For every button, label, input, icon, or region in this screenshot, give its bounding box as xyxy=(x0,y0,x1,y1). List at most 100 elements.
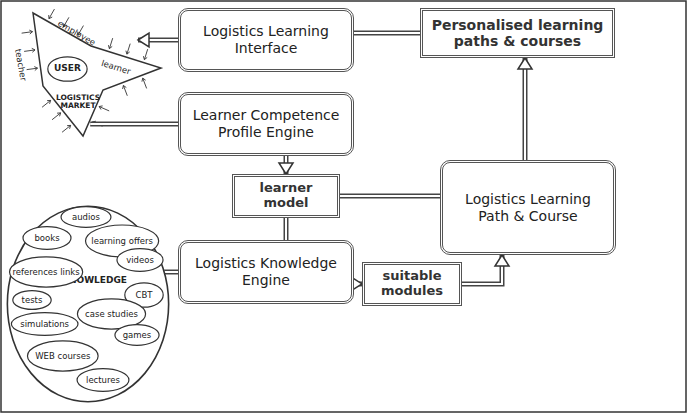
output-box: Personalised learning paths & courses xyxy=(420,8,615,58)
market-arrowhead xyxy=(57,113,61,116)
connector-outer xyxy=(90,122,178,127)
connector-outer xyxy=(354,31,420,36)
node-label: case studies xyxy=(85,310,138,319)
data-box: suitable modules xyxy=(362,262,462,306)
data-box: learner model xyxy=(232,174,340,218)
connector xyxy=(138,33,178,47)
arrowhead xyxy=(518,58,532,69)
node-label: suitable modules xyxy=(369,269,455,299)
market-arrowhead xyxy=(34,67,37,71)
node-label: references links xyxy=(13,268,80,277)
market-arrow xyxy=(52,113,61,120)
resource-ellipse: simulations xyxy=(10,312,79,336)
node-label: LOGISTICS MARKET xyxy=(53,94,103,111)
connector xyxy=(279,156,293,174)
market-arrowhead xyxy=(49,15,52,19)
connector xyxy=(90,124,178,125)
market-arrow xyxy=(49,9,54,19)
market-arrow xyxy=(62,125,71,132)
node-label: Logistics Knowledge Engine xyxy=(189,255,343,289)
connector-outer xyxy=(164,270,178,275)
connector-inner xyxy=(90,123,178,125)
arrowhead xyxy=(279,163,293,174)
connector xyxy=(518,58,532,160)
connector-outer xyxy=(462,255,502,284)
resource-ellipse: books xyxy=(22,226,72,250)
ellipse xyxy=(23,227,71,250)
user-circle: USER xyxy=(47,56,88,82)
connector xyxy=(164,272,178,273)
process-box: Logistics Knowledge Engine xyxy=(178,240,354,304)
ellipse xyxy=(48,57,87,81)
star xyxy=(33,13,161,136)
node-label: videos xyxy=(126,256,154,265)
knowledge-ellipse: KNOWLEDGEaudiosbookslearning offersvideo… xyxy=(4,200,172,408)
resource-ellipse: lectures xyxy=(76,368,130,392)
market-arrowhead xyxy=(47,100,51,103)
ellipse xyxy=(10,257,83,287)
ellipse xyxy=(115,325,159,346)
market-arrow xyxy=(99,107,109,111)
resource-ellipse: references links xyxy=(8,256,84,288)
market-arrowhead xyxy=(32,48,35,52)
connector-inner xyxy=(164,271,178,273)
arrowhead xyxy=(495,255,509,266)
connector-outer xyxy=(284,218,289,240)
market-arrowhead xyxy=(126,51,130,54)
node-label: games xyxy=(123,331,152,340)
node-label: Personalised learning paths & courses xyxy=(427,17,608,49)
process-box: Learner Competence Profile Engine xyxy=(178,92,354,156)
market-arrowhead xyxy=(99,106,103,110)
connector-inner xyxy=(340,195,440,197)
connector xyxy=(286,218,287,240)
market-arrowhead xyxy=(123,85,127,89)
connector-inner xyxy=(524,58,526,160)
ellipse xyxy=(117,249,163,272)
node-label: Logistics Learning Path & Course xyxy=(451,191,605,225)
ellipse xyxy=(77,369,129,392)
user-market-star: employeelearnerteacherLOGISTICS MARKETUS… xyxy=(3,8,163,138)
connector-outer xyxy=(340,193,440,198)
node-label: books xyxy=(34,234,59,243)
market-arrow xyxy=(143,78,147,88)
resource-ellipse: WEB courses xyxy=(26,340,100,372)
ellipse xyxy=(11,313,78,336)
node-label: simulations xyxy=(20,320,69,329)
node-label: lectures xyxy=(86,376,120,385)
connector xyxy=(340,195,440,196)
resource-ellipse: videos xyxy=(116,248,164,272)
connector xyxy=(462,255,509,284)
resource-ellipse: games xyxy=(114,324,160,346)
market-arrowhead xyxy=(108,45,112,48)
connector-inner xyxy=(285,218,287,240)
node-label: CBT xyxy=(136,291,153,300)
node-label: Logistics Learning Interface xyxy=(189,23,343,57)
ellipse xyxy=(7,206,168,402)
node-label: WEB courses xyxy=(35,352,90,361)
connector xyxy=(354,33,420,34)
process-box: Logistics Learning Interface xyxy=(178,8,354,72)
node-label: USER xyxy=(54,64,81,73)
connector-inner xyxy=(462,255,502,284)
connector-outer xyxy=(523,58,528,160)
node-label: teacher xyxy=(13,48,29,82)
market-arrowhead xyxy=(143,56,147,59)
market-arrowhead xyxy=(67,125,71,128)
resource-ellipse: tests xyxy=(12,290,52,310)
arrowhead xyxy=(138,33,149,47)
market-arrow xyxy=(123,85,127,95)
process-box: Logistics Learning Path & Course xyxy=(440,160,616,255)
ellipse xyxy=(13,291,51,310)
node-label: audios xyxy=(72,213,100,222)
market-arrow xyxy=(42,100,51,107)
ellipse xyxy=(27,341,98,371)
node-label: learning offers xyxy=(91,237,153,246)
node-label: Learner Competence Profile Engine xyxy=(189,107,343,141)
connector-inner xyxy=(354,32,420,34)
resource-ellipse: audios xyxy=(60,206,112,228)
market-arrowhead xyxy=(29,30,32,34)
ellipse xyxy=(61,207,111,228)
node-label: tests xyxy=(22,296,43,305)
